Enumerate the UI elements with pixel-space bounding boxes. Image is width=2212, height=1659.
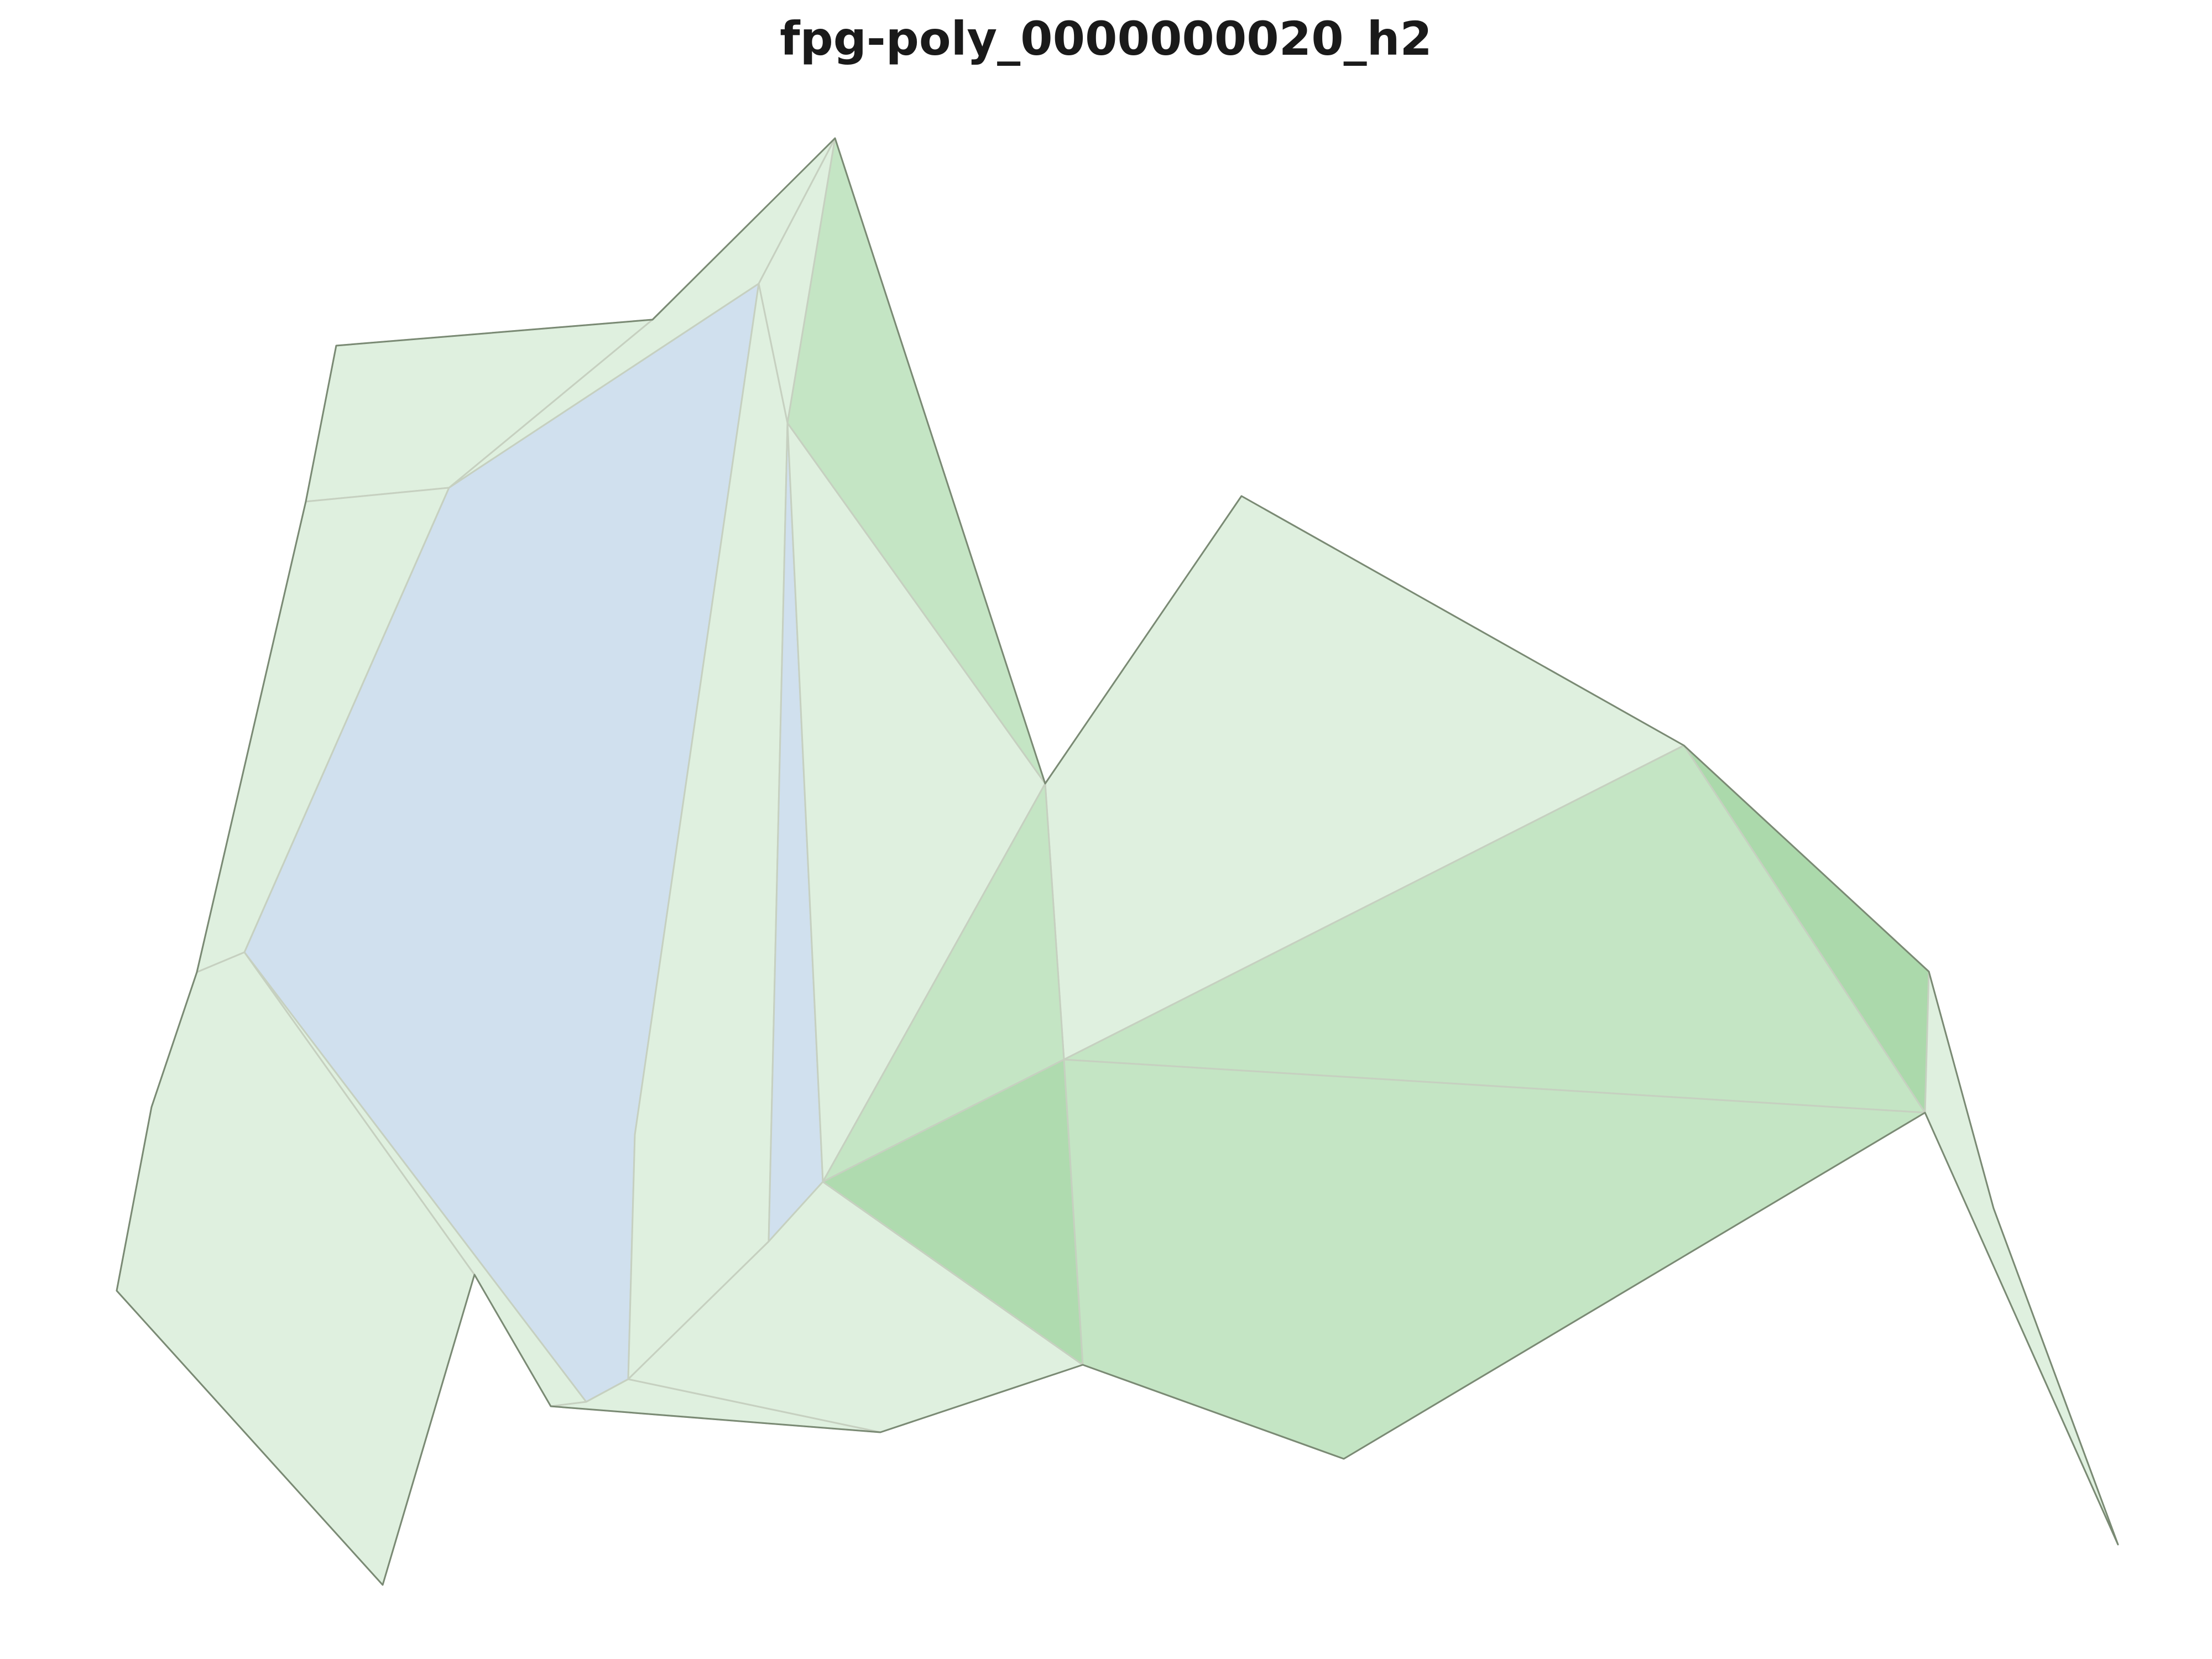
right-lower-face — [1063, 1058, 1926, 1460]
figure-title: fpg-poly_0000000020_h2 — [780, 12, 1432, 66]
right-tail — [1924, 971, 2119, 1546]
outer-boundary — [116, 137, 2119, 1586]
